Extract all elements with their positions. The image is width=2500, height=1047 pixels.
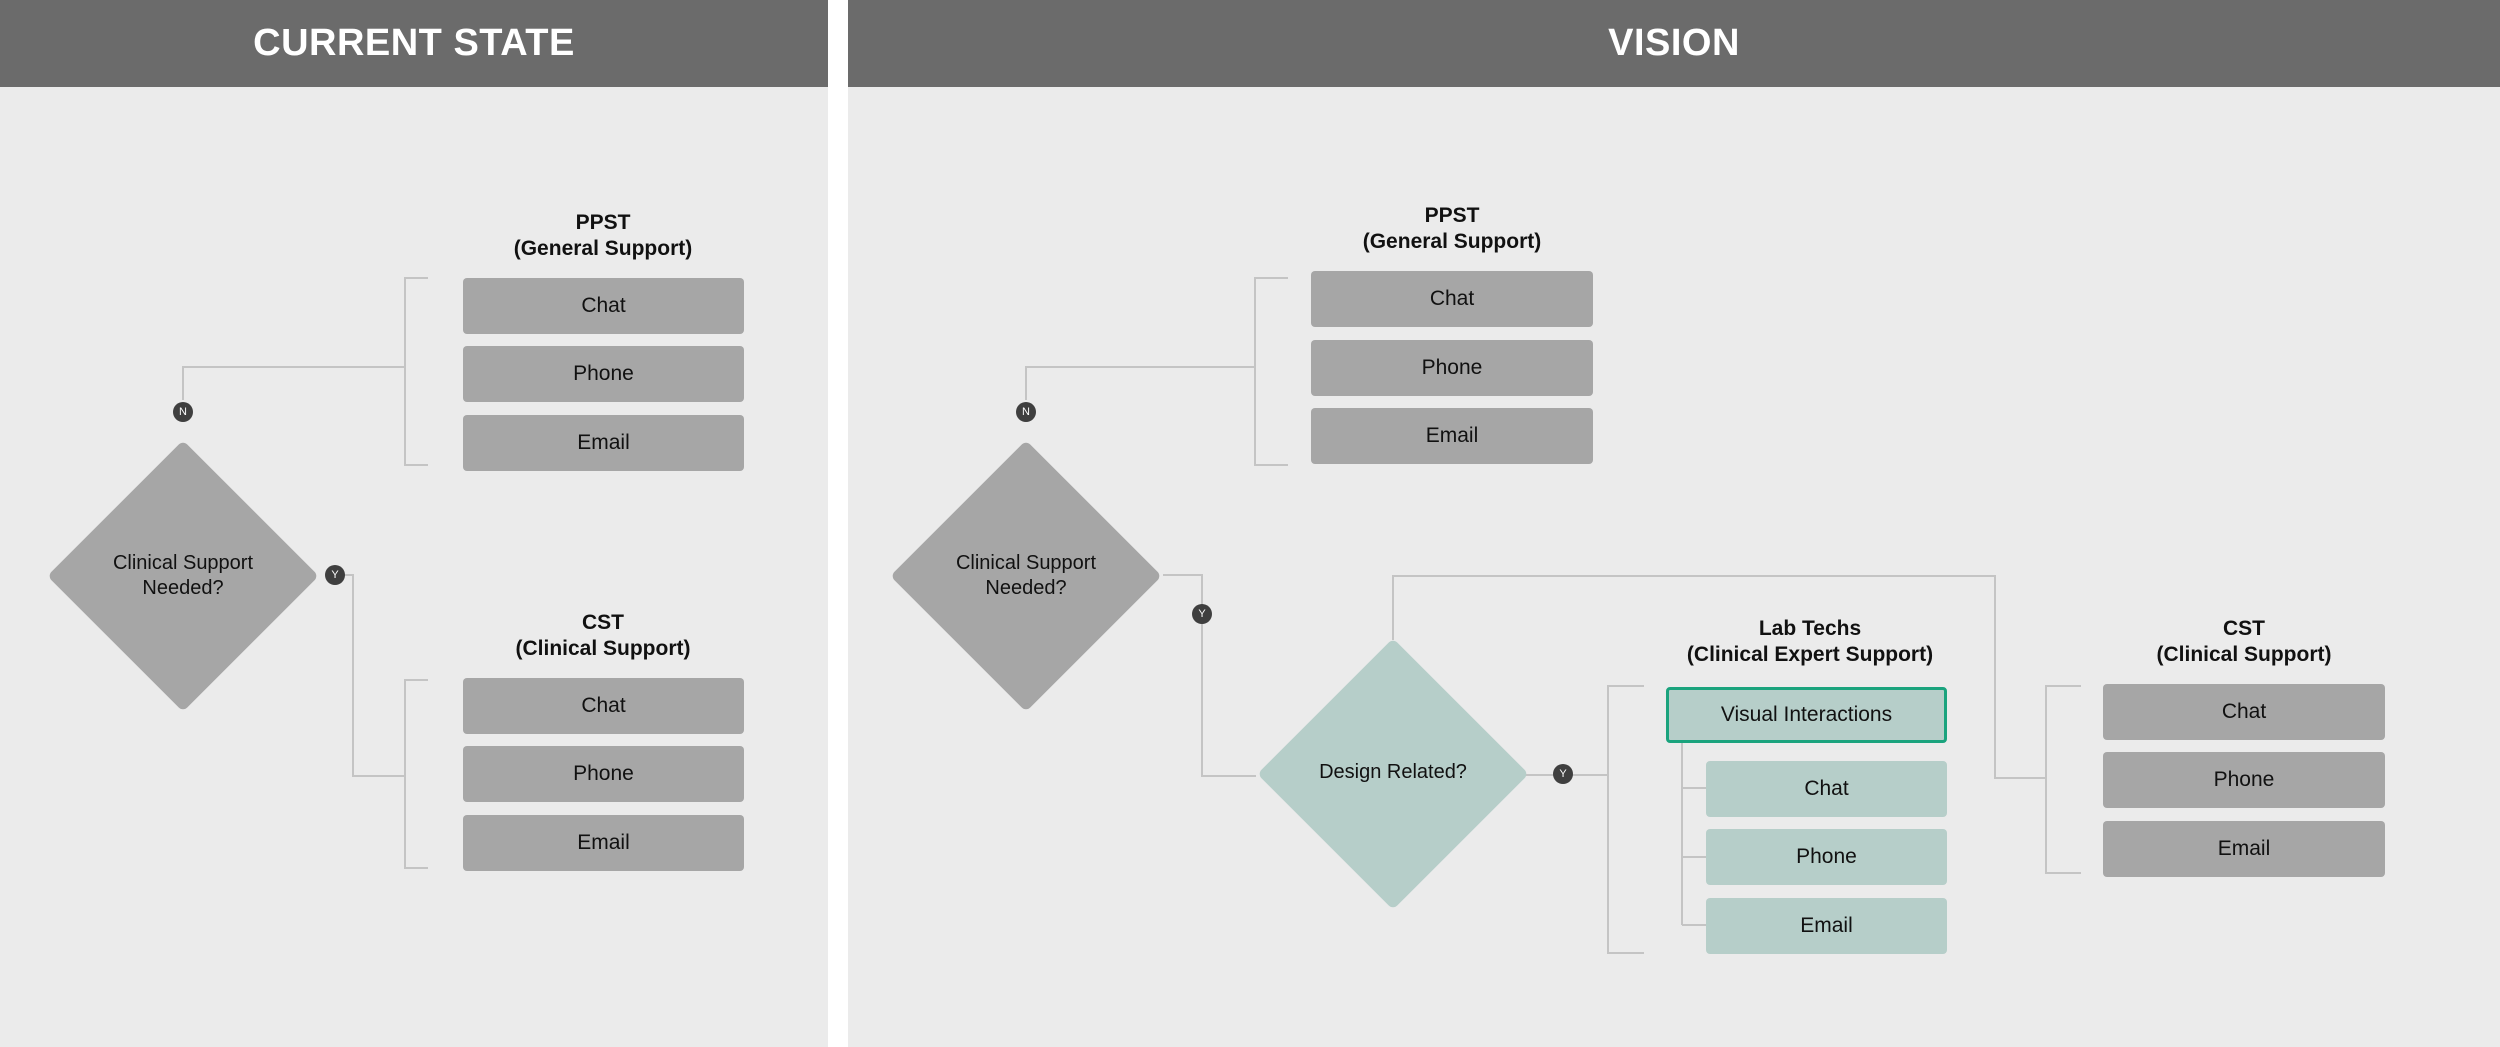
cst-phone-option[interactable]: Phone — [2103, 752, 2385, 808]
bracket-labtechs — [1607, 685, 1644, 954]
badge-no: N — [173, 402, 193, 422]
ppst-email-option[interactable]: Email — [1311, 408, 1593, 464]
cst-email-option[interactable]: Email — [463, 815, 744, 871]
decision-label: Clinical Support Needed? — [955, 552, 1097, 599]
badge-no: N — [1016, 402, 1036, 422]
ppst-email-option[interactable]: Email — [463, 415, 744, 471]
connector-no-to-ppst — [182, 366, 405, 400]
bracket-ppst — [1254, 277, 1288, 466]
badge-yes: Y — [1192, 604, 1212, 624]
ppst-chat-option[interactable]: Chat — [463, 278, 744, 334]
current-state-header: CURRENT STATE — [0, 0, 828, 87]
badge-yes: Y — [325, 565, 345, 585]
ppst-title: PPST (General Support) — [513, 211, 693, 260]
current-state-panel: CURRENT STATE Clinical Support Needed? N… — [0, 0, 828, 1047]
ppst-chat-option[interactable]: Chat — [1311, 271, 1593, 327]
cst-phone-option[interactable]: Phone — [463, 746, 744, 802]
labtechs-email-option[interactable]: Email — [1706, 898, 1947, 954]
labtechs-title: Lab Techs (Clinical Expert Support) — [1686, 617, 1934, 666]
ppst-title: PPST (General Support) — [1362, 204, 1542, 253]
vision-connectors — [1025, 277, 2081, 954]
connector-yes-to-design — [1163, 574, 1256, 777]
current-state-connectors — [182, 277, 428, 869]
badge-design-yes: Y — [1553, 764, 1573, 784]
cst-title: CST (Clinical Support) — [2156, 617, 2332, 666]
connector-design-to-cst — [1392, 575, 2046, 779]
design-decision-label: Design Related? — [1319, 760, 1467, 783]
cst-chat-option[interactable]: Chat — [463, 678, 744, 734]
connector-no-to-ppst — [1025, 366, 1255, 400]
ppst-phone-option[interactable]: Phone — [1311, 340, 1593, 396]
visual-interactions-option[interactable]: Visual Interactions — [1666, 687, 1947, 743]
labtechs-chat-option[interactable]: Chat — [1706, 761, 1947, 817]
bracket-ppst — [404, 277, 428, 466]
cst-chat-option[interactable]: Chat — [2103, 684, 2385, 740]
vision-panel: VISION Clinical Support Needed? N Y — [848, 0, 2500, 1047]
bracket-cst — [404, 679, 428, 869]
ppst-phone-option[interactable]: Phone — [463, 346, 744, 402]
bracket-cst — [2045, 685, 2081, 874]
vision-header: VISION — [848, 0, 2500, 87]
connector-yes-to-cst — [344, 574, 405, 777]
cst-email-option[interactable]: Email — [2103, 821, 2385, 877]
cst-title: CST (Clinical Support) — [515, 611, 691, 660]
labtechs-phone-option[interactable]: Phone — [1706, 829, 1947, 885]
decision-label: Clinical Support Needed? — [112, 552, 254, 599]
